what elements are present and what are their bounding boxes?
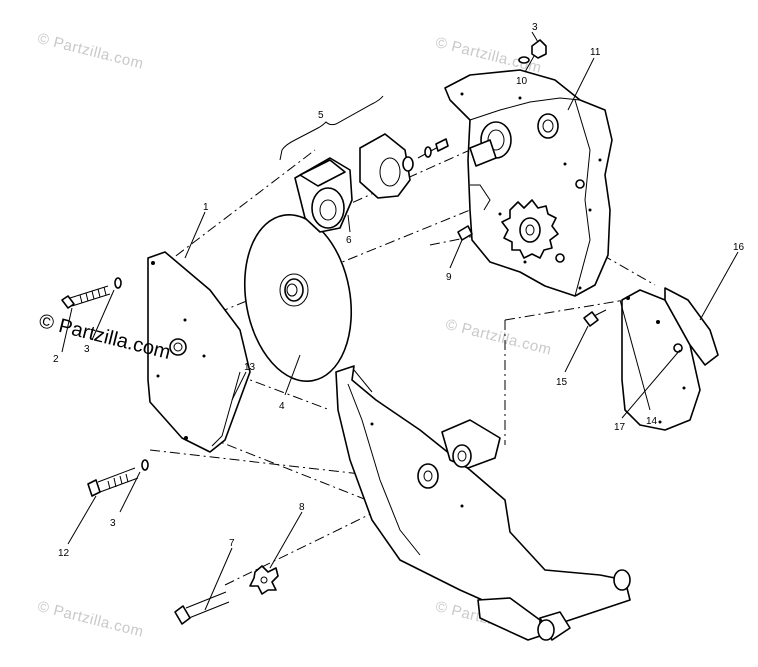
callout-labels: 1 2 3 3 3 4 5 6 7 8 9 10 11 12 13 14 15 … <box>53 22 745 559</box>
left-cover-plate <box>147 251 251 453</box>
leader-lines <box>61 31 739 611</box>
callout-3-b: 3 <box>110 518 116 529</box>
callout-3-a: 3 <box>84 344 90 355</box>
callout-1: 1 <box>203 202 209 213</box>
callout-11: 11 <box>590 47 601 58</box>
bolt-7 <box>174 591 230 625</box>
callout-4: 4 <box>279 401 285 412</box>
screw-15 <box>583 309 607 327</box>
callout-15: 15 <box>556 377 568 388</box>
star-washer-8 <box>249 565 279 595</box>
callout-6: 6 <box>346 235 352 246</box>
callout-16: 16 <box>733 242 745 253</box>
idler-roller <box>441 419 501 469</box>
drive-pulley-disc <box>243 213 353 383</box>
callout-3-c: 3 <box>532 22 538 33</box>
top-nut-washer <box>518 39 547 64</box>
callout-9: 9 <box>446 272 452 283</box>
callout-17: 17 <box>614 422 626 433</box>
callout-14: 14 <box>646 416 658 427</box>
bolt-2 <box>61 285 111 309</box>
sprocket <box>501 199 559 259</box>
washer-3-upper <box>114 277 122 289</box>
clutch-assembly <box>294 133 449 233</box>
callout-13: 13 <box>244 362 256 373</box>
frame-chassis <box>335 365 631 641</box>
bolt-9 <box>457 225 473 241</box>
bolt-12 <box>87 467 139 497</box>
washer-3-lower <box>141 459 149 471</box>
callout-12: 12 <box>58 548 70 559</box>
callout-5: 5 <box>318 110 324 121</box>
gearbox-housing <box>444 69 613 297</box>
callout-7: 7 <box>229 538 235 549</box>
bracket-5 <box>279 95 384 161</box>
callout-8: 8 <box>299 502 305 513</box>
callout-10: 10 <box>516 76 528 87</box>
callout-2: 2 <box>53 354 59 365</box>
